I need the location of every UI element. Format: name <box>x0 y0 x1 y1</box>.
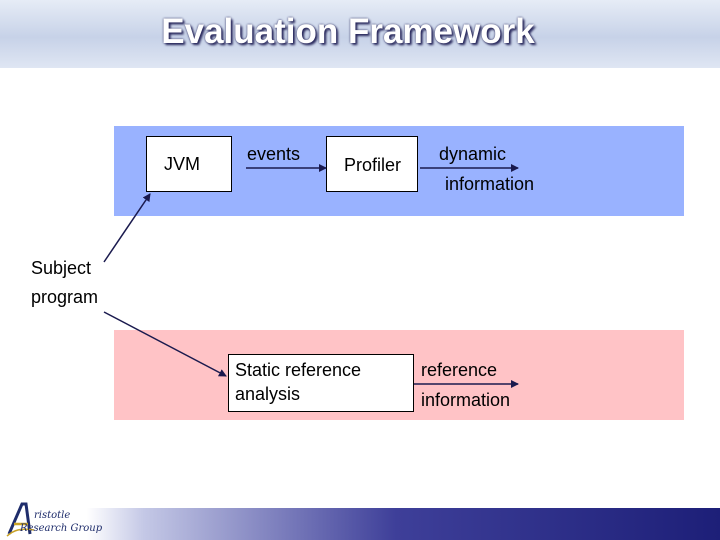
dynamic-information-label-line1: dynamic <box>439 144 507 164</box>
logo-a-icon <box>6 502 35 537</box>
static-reference-analysis-label-line1: Static reference <box>235 360 362 380</box>
dynamic-information-label-line2: information <box>445 174 535 194</box>
reference-information-label-line2: information <box>421 390 511 410</box>
subject-to-jvm-arrow <box>103 193 151 263</box>
aristotle-research-group-logo: ristotle Research Group <box>6 500 103 538</box>
subject-to-static-arrow <box>103 311 227 377</box>
static-reference-analysis-label-line2: analysis <box>235 384 301 404</box>
subject-program-label-line2: program <box>31 287 99 307</box>
footer-bar <box>0 508 720 540</box>
profiler-box <box>326 136 418 192</box>
subject-program-label-line1: Subject <box>31 258 92 278</box>
title-banner <box>0 0 720 68</box>
reference-information-label-line1: reference <box>421 360 498 380</box>
jvm-box <box>146 136 232 192</box>
static-reference-analysis-box <box>228 354 414 412</box>
profiler-label: Profiler <box>344 155 402 175</box>
logo-text-line2: Research Group <box>20 523 103 534</box>
slide-title: Evaluation Framework <box>161 12 535 51</box>
events-label: events <box>247 144 301 164</box>
logo-text-line1: ristotle <box>34 510 71 521</box>
jvm-label: JVM <box>164 154 200 174</box>
